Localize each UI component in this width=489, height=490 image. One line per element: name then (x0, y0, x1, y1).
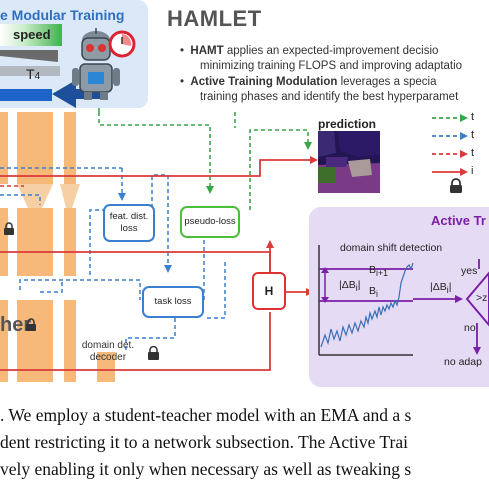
network-block (64, 300, 76, 382)
caption-line-1: . We employ a student-teacher model with… (0, 405, 412, 425)
active-training-title: Active Tr (431, 213, 486, 228)
domain-decoder-block (97, 352, 115, 382)
feat-dist-loss-line2: loss (120, 223, 138, 234)
pseudo-loss-label: pseudo-loss (184, 216, 236, 227)
bullet-1-line2: minimizing training FLOPS and improving … (200, 60, 463, 72)
speed-gradient (0, 24, 62, 46)
caption-line-3: vely enabling it only when necessary as … (0, 459, 412, 479)
hamt-panel-graphics (0, 50, 104, 108)
network-block (17, 208, 53, 276)
network-block (64, 112, 76, 184)
hamt-panel-title: e Modular Training (0, 7, 125, 23)
speed-label: speed (13, 27, 51, 42)
domain-decoder-label: domain det. decoder (81, 340, 135, 363)
network-block (17, 112, 53, 184)
speed-bar (0, 89, 52, 101)
h-box: H (252, 272, 286, 310)
h-label: H (264, 284, 274, 298)
prediction-image (318, 131, 380, 193)
no-adapt-label: no adap (444, 356, 482, 368)
lock-icon (450, 178, 462, 193)
delta-b-decision-label: |ΔBi| (430, 281, 452, 296)
network-block (0, 112, 8, 184)
legend-arrows (432, 114, 468, 176)
legend-label-1: t (471, 111, 475, 123)
task-loss-box: task loss (142, 286, 204, 318)
caption-line-2: dent restricting it to a network subsect… (0, 432, 408, 452)
legend-label-2: t (471, 129, 475, 141)
feat-dist-loss-line1: feat. dist. (109, 211, 149, 222)
delta-b-label: |ΔBi| (339, 279, 361, 294)
bullet-1: • HAMT applies an expected-improvement d… (180, 45, 439, 57)
legend-label-4: i (471, 165, 474, 177)
network-locks (4, 222, 36, 331)
task-loss-label: task loss (154, 296, 192, 307)
network-block (17, 300, 53, 382)
domain-shift-plot (318, 245, 489, 356)
network-label: her (0, 314, 32, 336)
legend-label-3: t (471, 147, 475, 159)
bullet-2: • Active Training Modulation leverages a… (180, 76, 437, 88)
b-i-label: Bi (369, 285, 378, 300)
pseudo-loss-box: pseudo-loss (180, 206, 240, 238)
robot-icon (72, 28, 136, 100)
b-i1-label: Bi+1 (369, 264, 388, 279)
decoder-lock-icon (148, 346, 159, 360)
t4-label: T4 (26, 66, 41, 82)
network-funnels (17, 184, 80, 208)
threshold-label: >z (476, 292, 488, 304)
network-block (0, 208, 8, 276)
network-block (64, 208, 76, 276)
bullet-2-line2: training phases and identify the best hy… (200, 91, 459, 103)
no-label: no (464, 322, 476, 334)
network-block (0, 300, 8, 382)
feat-dist-loss-box: feat. dist. loss (103, 204, 155, 242)
domain-shift-label: domain shift detection (340, 242, 443, 254)
yes-label: yes (461, 265, 478, 277)
prediction-label: prediction (318, 117, 377, 131)
page-title: HAMLET (167, 6, 262, 31)
